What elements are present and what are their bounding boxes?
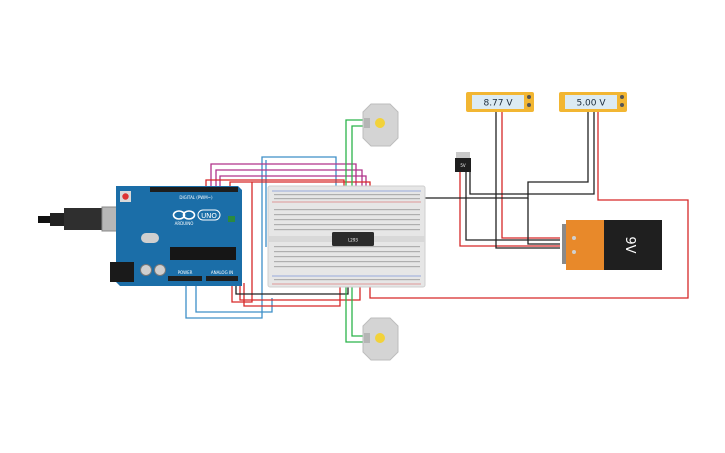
- wire-red[interactable]: [501, 112, 560, 239]
- capacitor: [154, 264, 166, 276]
- reset-button[interactable]: [122, 193, 129, 200]
- arduino-uno[interactable]: DIGITAL (PWM~) UNO ARDUINO POWER ANALOG …: [38, 186, 242, 286]
- multimeter-left[interactable]: 8.77 V: [466, 92, 534, 112]
- usb-cable: [64, 208, 104, 230]
- battery-terminal: [572, 250, 576, 254]
- wire-black[interactable]: [469, 112, 595, 195]
- wire-red[interactable]: [231, 182, 253, 303]
- power-header-label: POWER: [178, 270, 193, 275]
- uno-label: UNO: [201, 212, 217, 220]
- digital-header-label: DIGITAL (PWM~): [179, 195, 213, 200]
- battery-label: 9V: [622, 236, 637, 253]
- breadboard-holes: [274, 194, 420, 281]
- dc-motor-top[interactable]: [362, 103, 399, 147]
- wire-black[interactable]: [527, 198, 560, 245]
- power-header: [168, 276, 202, 281]
- analog-header: [206, 276, 238, 281]
- wire-red[interactable]: [369, 112, 689, 299]
- wire-black[interactable]: [465, 172, 560, 241]
- motor-shaft: [375, 333, 385, 343]
- wire-red[interactable]: [459, 172, 560, 247]
- battery-terminal: [572, 236, 576, 240]
- meter-reading: 8.77 V: [483, 99, 513, 109]
- multimeter-right[interactable]: 5.00 V: [559, 92, 627, 112]
- chip-label: L293: [348, 238, 358, 243]
- wire-blue[interactable]: [195, 283, 273, 313]
- arduino-brand: ARDUINO: [175, 221, 194, 226]
- atmega-chip: [170, 247, 236, 260]
- l293-chip[interactable]: L293: [332, 232, 374, 246]
- wire-black[interactable]: [424, 112, 589, 199]
- battery-9v[interactable]: 9V: [562, 220, 662, 270]
- digital-header: [150, 187, 238, 192]
- analog-header-label: ANALOG IN: [211, 270, 233, 275]
- dc-motor-bottom[interactable]: [362, 317, 399, 361]
- capacitor: [140, 264, 152, 276]
- motor-shaft: [375, 118, 385, 128]
- led-on: [228, 216, 235, 222]
- arduino-logo: UNO ARDUINO: [172, 209, 221, 226]
- voltage-regulator[interactable]: 5V: [455, 152, 471, 172]
- wire-black[interactable]: [495, 112, 560, 249]
- regulator-label: 5V: [460, 163, 466, 168]
- meter-reading: 5.00 V: [576, 99, 606, 109]
- power-jack: [110, 262, 134, 282]
- crystal: [141, 233, 159, 243]
